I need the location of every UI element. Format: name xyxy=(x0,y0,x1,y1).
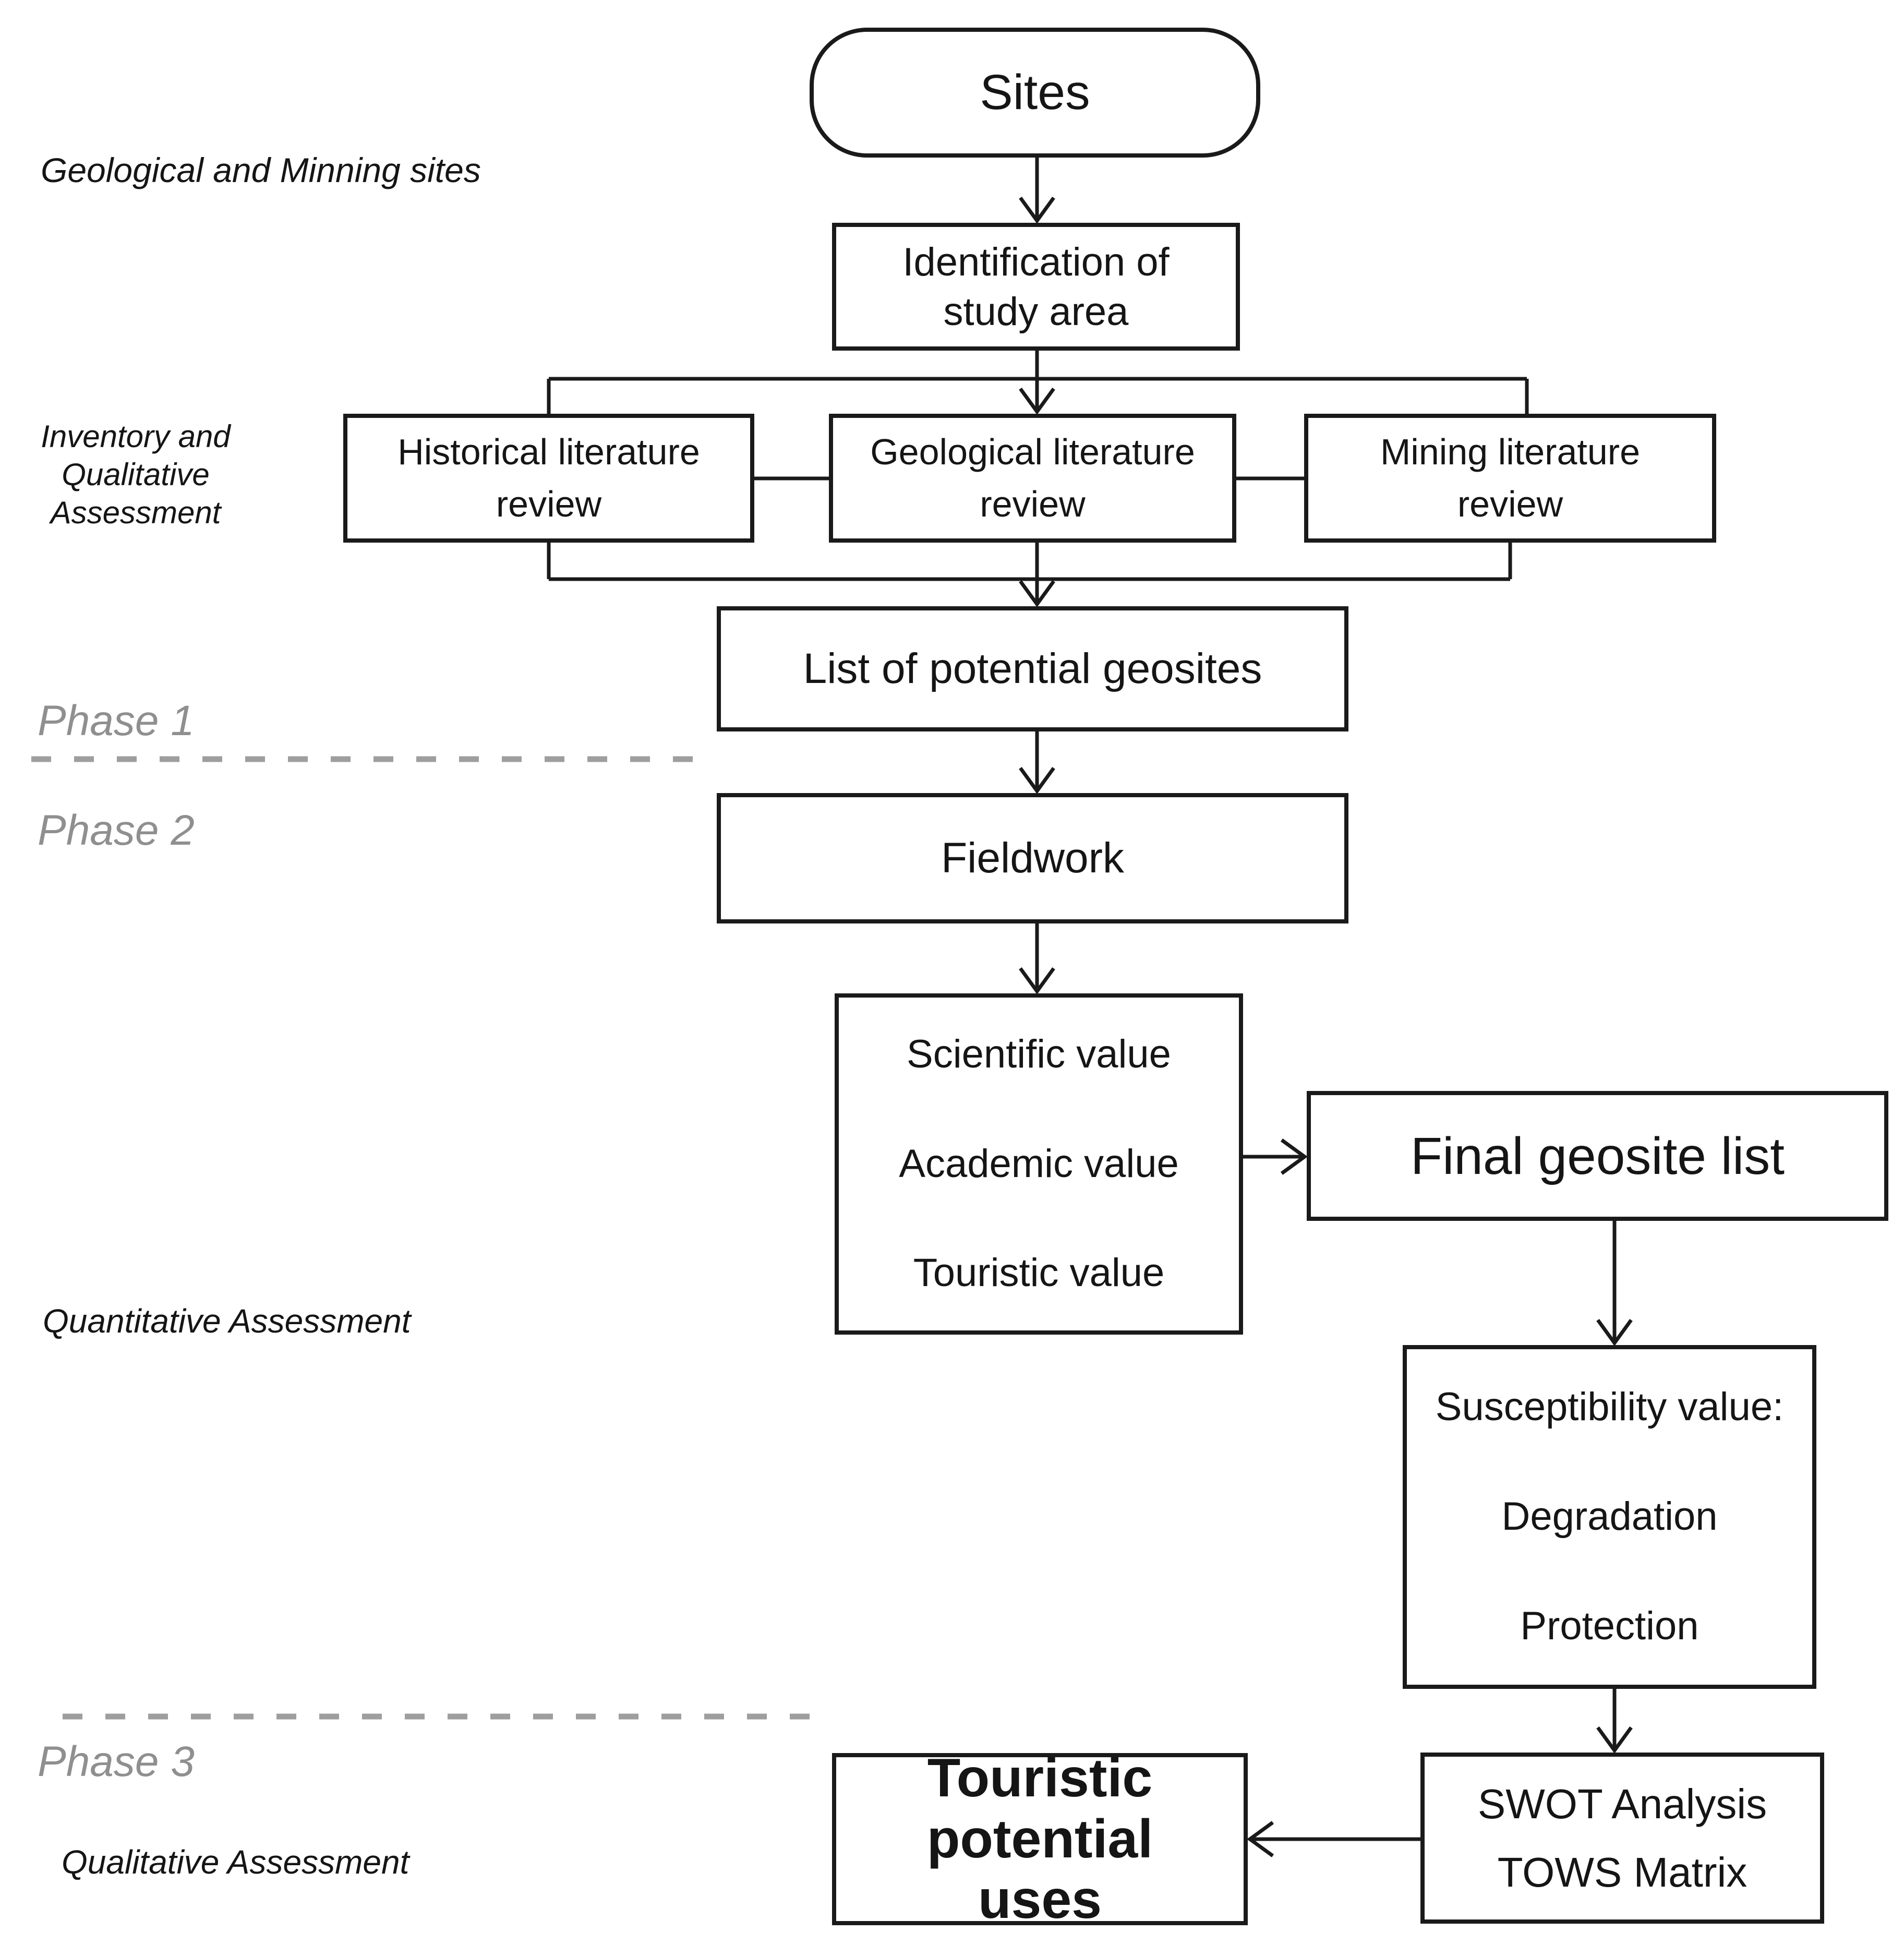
arrowhead-down-values xyxy=(1019,967,1055,994)
arrowhead-down-swot xyxy=(1596,1726,1633,1754)
arrowhead-down-susceptibility xyxy=(1596,1318,1633,1346)
arrowhead-down-list xyxy=(1019,580,1055,607)
label-phase-2: Phase 2 xyxy=(38,807,195,854)
label-quantitative-assessment: Quantitative Assessment xyxy=(43,1302,411,1340)
arrowhead-down-fieldwork xyxy=(1019,766,1055,794)
arrowhead-down-identification xyxy=(1019,196,1055,224)
node-mining-literature-review: Mining literature review xyxy=(1304,414,1716,543)
arrowhead-left-touristic xyxy=(1247,1821,1274,1857)
node-fieldwork: Fieldwork xyxy=(717,793,1348,923)
arrowhead-down-geological xyxy=(1019,387,1055,415)
node-susceptibility-value: Susceptibility value: Degradation Protec… xyxy=(1403,1345,1816,1689)
label-inventory-qualitative-assessment: Inventory and Qualitative Assessment xyxy=(41,419,231,531)
label-qualitative-assessment: Qualitative Assessment xyxy=(62,1843,409,1881)
node-list-of-potential-geosites: List of potential geosites xyxy=(717,606,1348,731)
node-swot-tows: SWOT Analysis TOWS Matrix xyxy=(1420,1753,1824,1924)
node-sites: Sites xyxy=(810,28,1260,158)
node-identification-of-study-area: Identification of study area xyxy=(832,223,1240,351)
arrowhead-right-final xyxy=(1280,1138,1308,1175)
node-historical-literature-review: Historical literature review xyxy=(343,414,754,543)
node-assessment-values: Scientific value Academic value Touristi… xyxy=(835,993,1243,1335)
node-geological-literature-review: Geological literature review xyxy=(829,414,1236,543)
label-phase-1: Phase 1 xyxy=(38,697,195,745)
label-phase-3: Phase 3 xyxy=(38,1738,195,1785)
node-touristic-potential-uses: Touristic potential uses xyxy=(832,1748,1248,1930)
node-final-geosite-list: Final geosite list xyxy=(1307,1091,1888,1221)
label-geological-and-minning-sites: Geological and Minning sites xyxy=(41,151,481,189)
